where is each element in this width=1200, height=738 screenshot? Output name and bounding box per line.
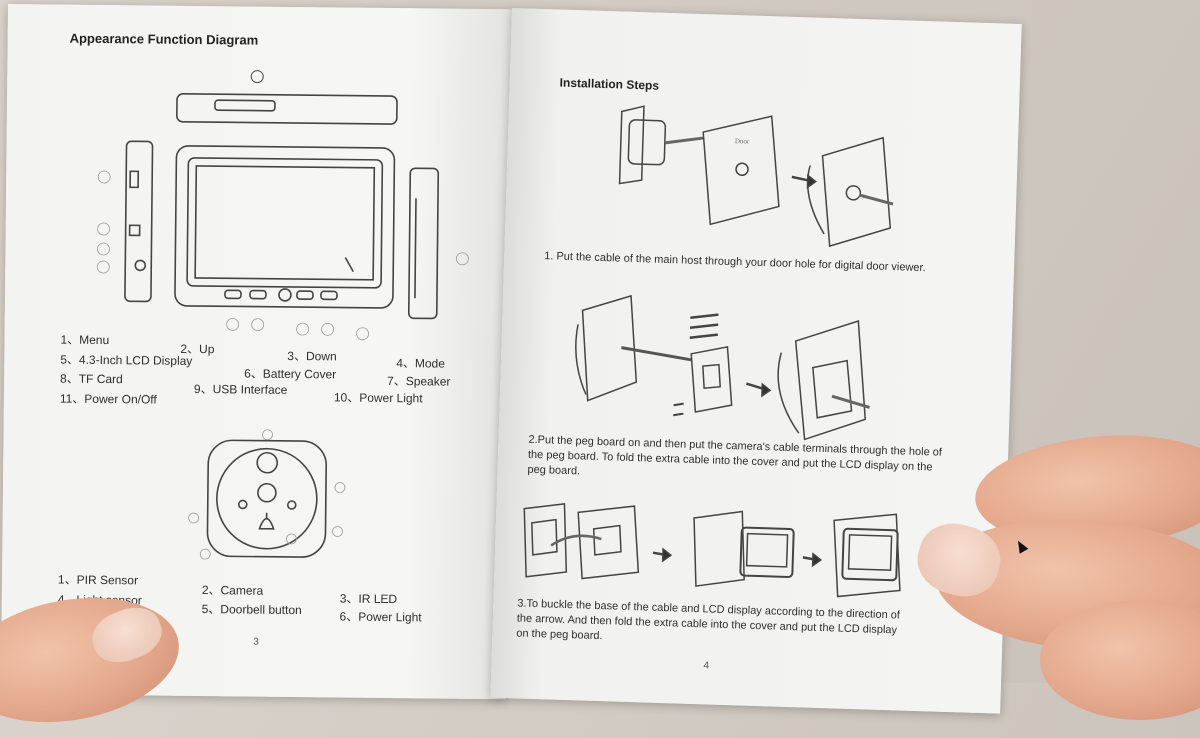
step2-illustration: [568, 290, 903, 450]
device-diagram: [85, 65, 478, 339]
label-doorbell-button: 5、Doorbell button: [202, 600, 302, 618]
label-pir-sensor: 1、PIR Sensor: [58, 571, 138, 589]
step3-illustration: [513, 498, 926, 611]
label-mode: 4、Mode: [396, 354, 445, 372]
label-lcd-display: 5、4.3-Inch LCD Display: [60, 351, 192, 369]
page-number-left: 3: [253, 637, 259, 648]
label-speaker: 7、Speaker: [387, 372, 451, 390]
appearance-title: Appearance Function Diagram: [70, 31, 259, 48]
label-usb-interface: 9、USB Interface: [194, 380, 288, 398]
label-power-on-off: 11、Power On/Off: [60, 390, 157, 408]
label-down: 3、Down: [287, 347, 337, 365]
label-camera: 2、Camera: [202, 581, 264, 599]
installation-title: Installation Steps: [559, 76, 659, 93]
label-camera-power-light: 6、Power Light: [340, 608, 422, 626]
label-menu: 1、Menu: [60, 331, 109, 349]
label-power-light: 10、Power Light: [334, 388, 423, 406]
camera-diagram: [187, 434, 358, 576]
page-number-right: 4: [703, 660, 709, 671]
label-tf-card: 8、TF Card: [60, 370, 123, 388]
door-label: Door: [735, 137, 750, 145]
label-ir-led: 3、IR LED: [340, 590, 398, 608]
right-page: Installation Steps Door 1. Put the cable…: [490, 8, 1021, 714]
step1-illustration: Door: [599, 99, 904, 258]
left-page: Appearance Function Diagram: [1, 4, 513, 699]
